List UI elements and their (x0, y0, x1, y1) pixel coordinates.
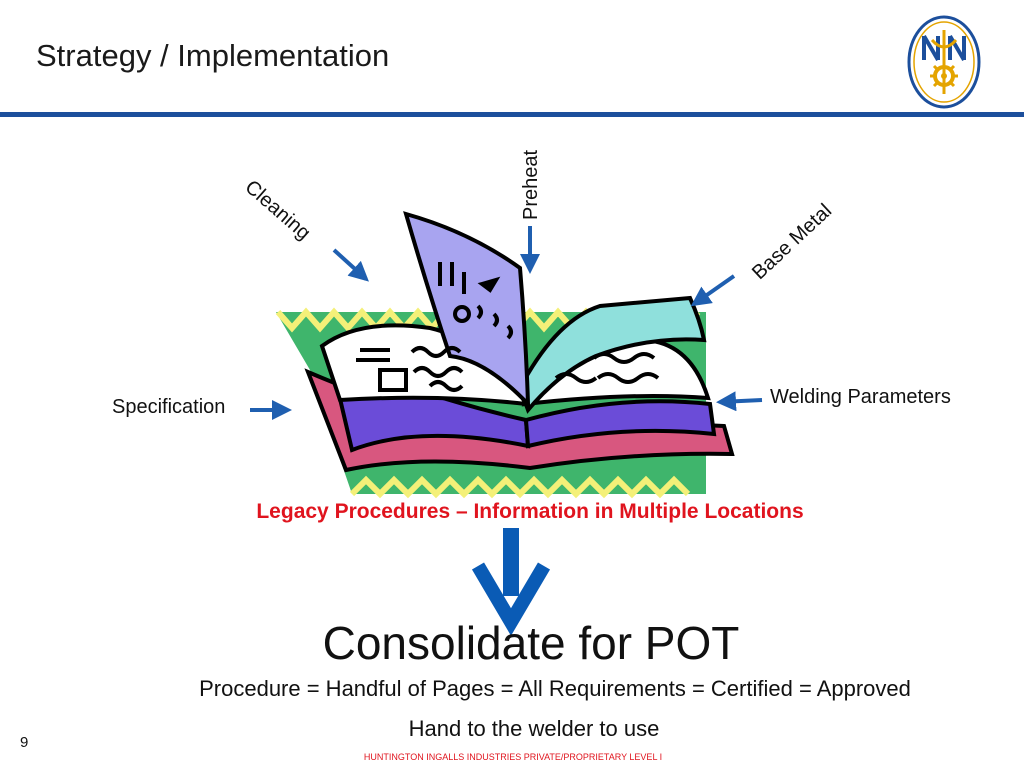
welder-note: Hand to the welder to use (408, 716, 660, 741)
book-page-back (517, 295, 707, 414)
company-logo (907, 15, 981, 109)
zigzag-border-bottom (349, 475, 691, 499)
book-pages-right (523, 399, 717, 449)
procedure-equation: Procedure = Handful of Pages = All Requi… (199, 676, 911, 701)
cleaning-arrow (332, 248, 369, 282)
page-number: 9 (20, 734, 29, 751)
footer-classification: HUNTINGTON INGALLS INDUSTRIES PRIVATE/PR… (363, 752, 663, 762)
book-illustration (275, 211, 735, 499)
consolidate-heading: Consolidate for POT (322, 617, 740, 669)
legacy-caption: Legacy Procedures – Information in Multi… (256, 500, 804, 523)
pointer-arrows (250, 226, 763, 420)
label-specification: Specification (112, 396, 226, 418)
label-welding-parameters: Welding Parameters (770, 386, 951, 408)
label-preheat: Preheat (520, 149, 542, 220)
consolidate-down-arrow (471, 528, 551, 636)
base-metal-arrow (690, 274, 736, 307)
page-doodles (356, 262, 660, 392)
slide-title: Strategy / Implementation (36, 38, 390, 73)
header-rule (0, 112, 1024, 117)
welding-parameters-arrow (716, 391, 763, 412)
